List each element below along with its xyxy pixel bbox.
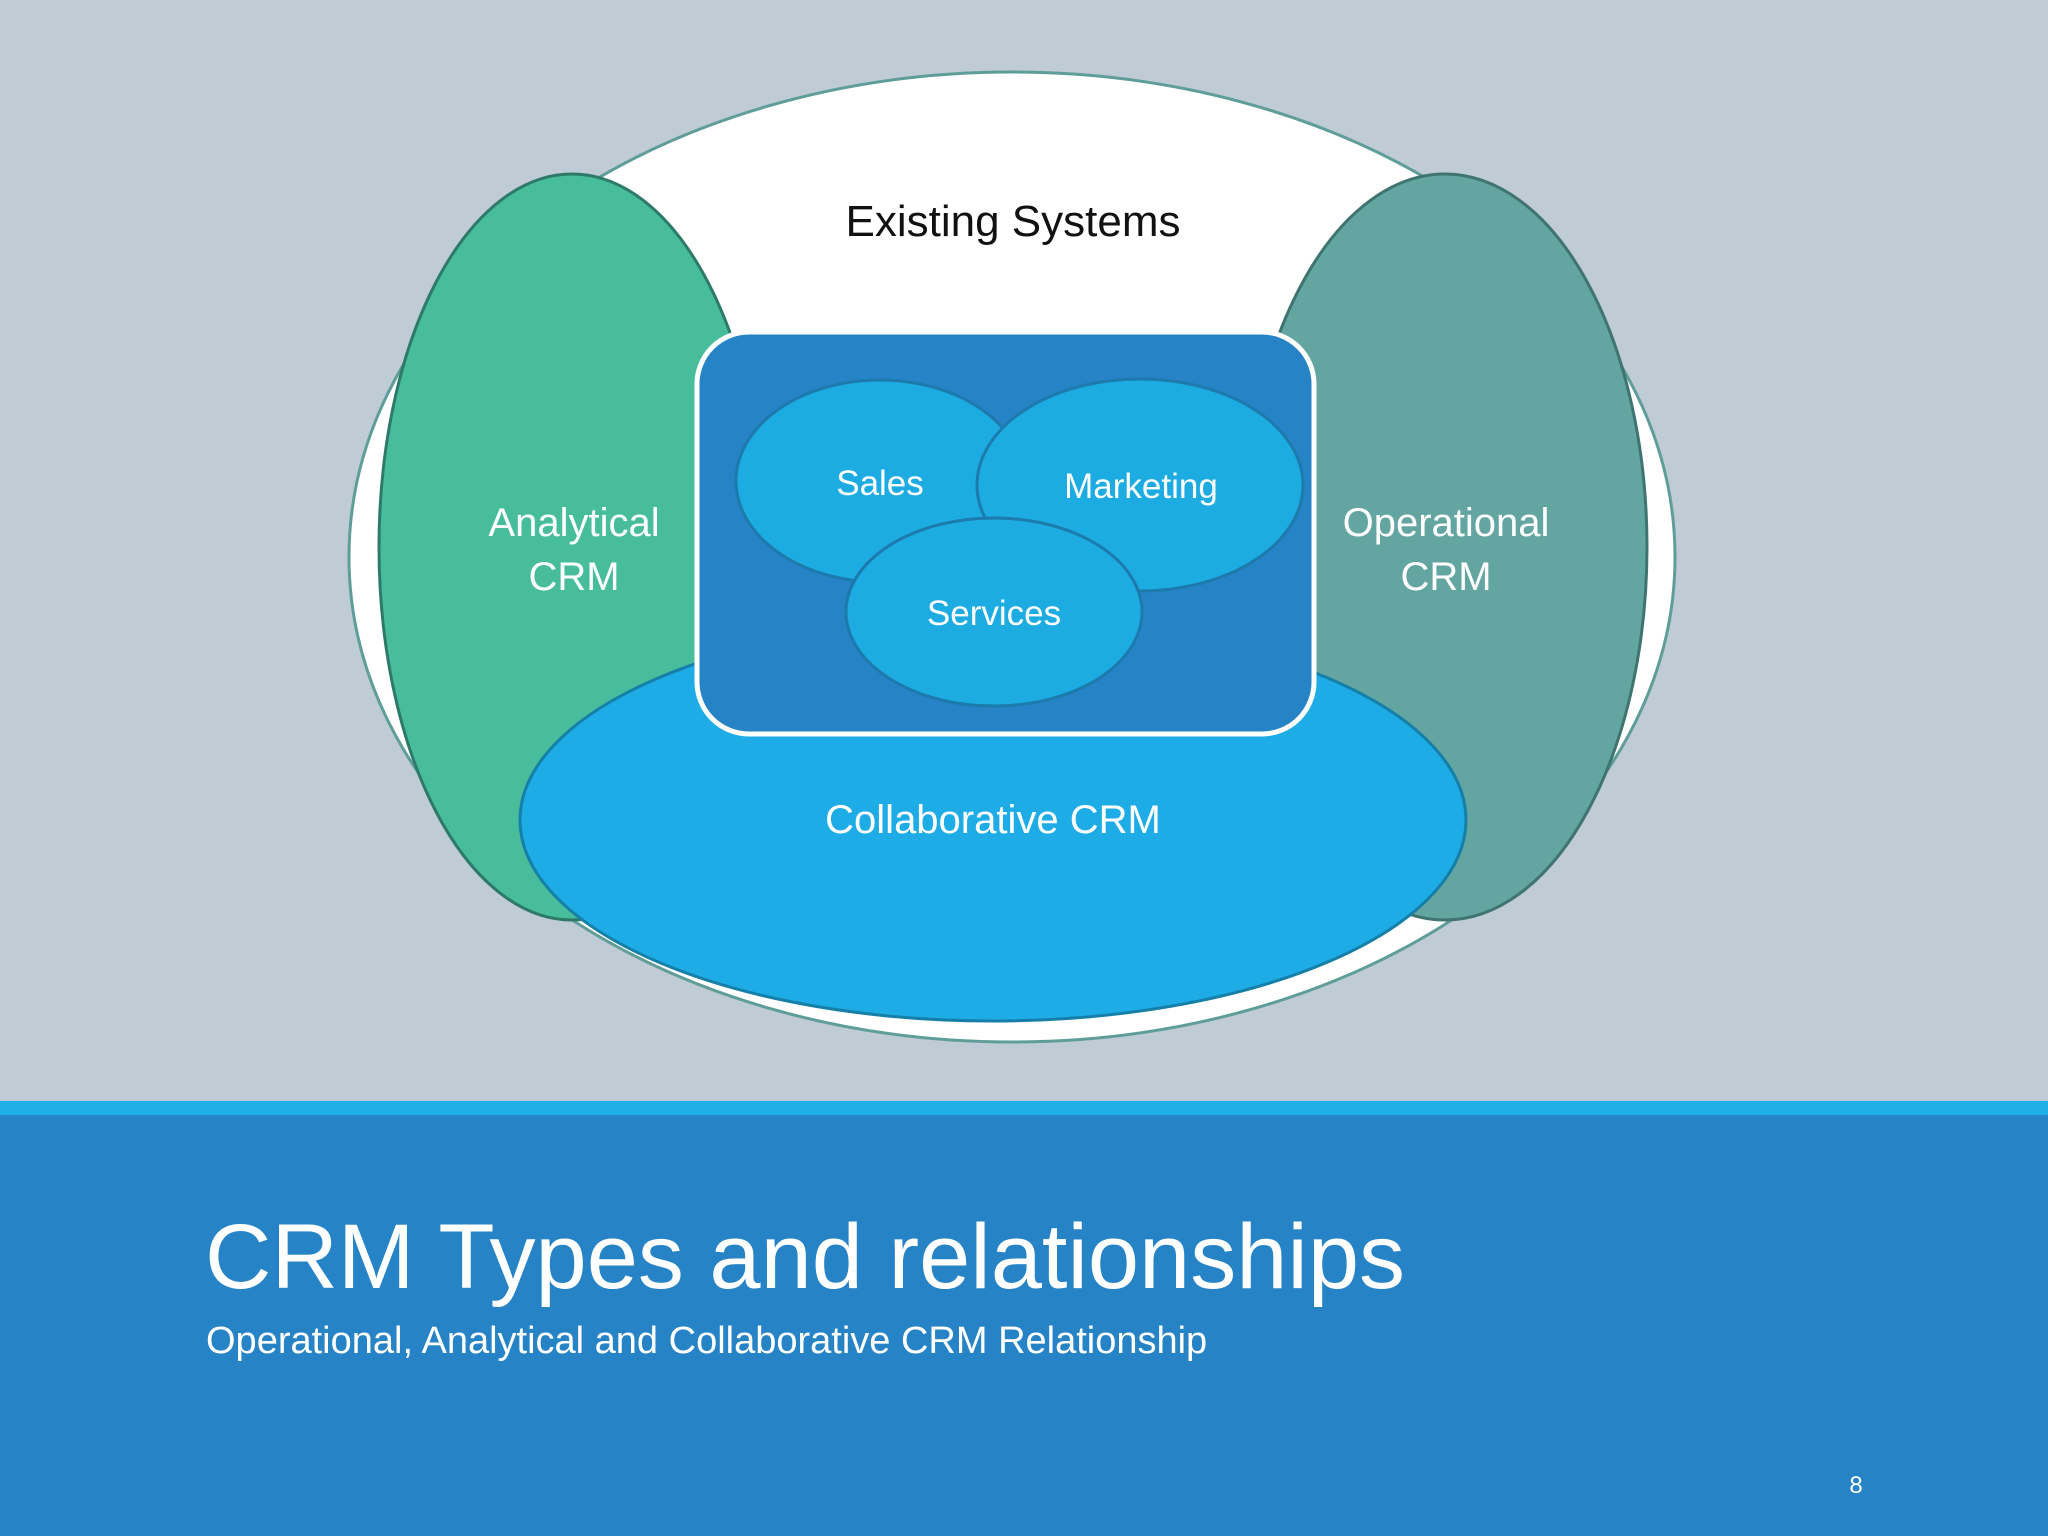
page-number: 8 — [1849, 1472, 1863, 1499]
services-label: Services — [927, 594, 1061, 633]
analytical-crm-label-line1: Analytical — [488, 501, 659, 545]
existing-systems-label: Existing Systems — [846, 197, 1181, 246]
title-footer — [0, 1115, 2048, 1536]
analytical-crm-label-line2: CRM — [528, 555, 619, 599]
footer-accent-bar — [0, 1101, 2048, 1115]
slide-subtitle: Operational, Analytical and Collaborativ… — [206, 1320, 1208, 1362]
services-bubble — [844, 516, 1144, 708]
operational-crm-label-line2: CRM — [1400, 555, 1491, 599]
collaborative-crm-label: Collaborative CRM — [825, 798, 1161, 842]
slide-title: CRM Types and relationships — [205, 1206, 1405, 1308]
operational-crm-label-line1: Operational — [1343, 501, 1550, 545]
crm-diagram: Existing Systems Analytical CRM Operatio… — [347, 70, 1677, 1044]
sales-label: Sales — [836, 464, 924, 503]
marketing-label: Marketing — [1064, 467, 1218, 506]
